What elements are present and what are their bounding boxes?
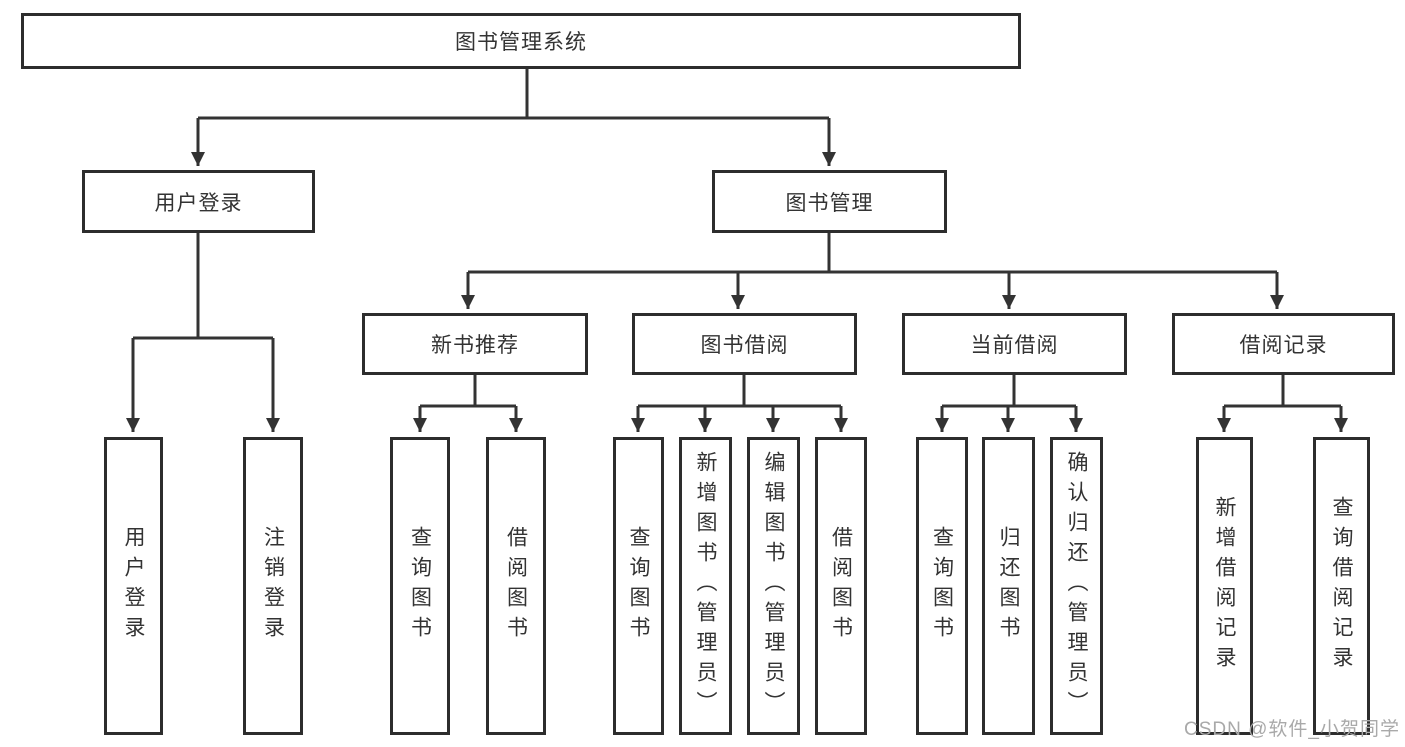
- leaf-query-borrow-record: 查询借阅记录: [1313, 437, 1370, 735]
- node-book-management: 图书管理: [712, 170, 947, 233]
- leaf-user-login: 用户登录: [104, 437, 163, 735]
- leaf-borrow-books-borrowing: 借阅图书: [815, 437, 867, 735]
- leaf-return-books: 归还图书: [982, 437, 1035, 735]
- node-borrowing-records: 借阅记录: [1172, 313, 1395, 375]
- leaf-add-books-admin: 新增图书（管理员）: [679, 437, 732, 735]
- leaf-confirm-return-admin: 确认归还（管理员）: [1050, 437, 1103, 735]
- leaf-query-books-current: 查询图书: [916, 437, 968, 735]
- leaf-query-books-recommend: 查询图书: [390, 437, 450, 735]
- node-root-system: 图书管理系统: [21, 13, 1021, 69]
- node-current-borrowing: 当前借阅: [902, 313, 1127, 375]
- leaf-query-books-borrowing: 查询图书: [613, 437, 664, 735]
- node-user-login: 用户登录: [82, 170, 315, 233]
- leaf-logout: 注销登录: [243, 437, 303, 735]
- leaf-edit-books-admin: 编辑图书（管理员）: [747, 437, 800, 735]
- node-new-book-recommend: 新书推荐: [362, 313, 588, 375]
- csdn-watermark: CSDN @软件_小贺同学: [1184, 719, 1400, 740]
- leaf-borrow-books-recommend: 借阅图书: [486, 437, 546, 735]
- node-book-borrowing: 图书借阅: [632, 313, 857, 375]
- leaf-add-borrow-record: 新增借阅记录: [1196, 437, 1253, 735]
